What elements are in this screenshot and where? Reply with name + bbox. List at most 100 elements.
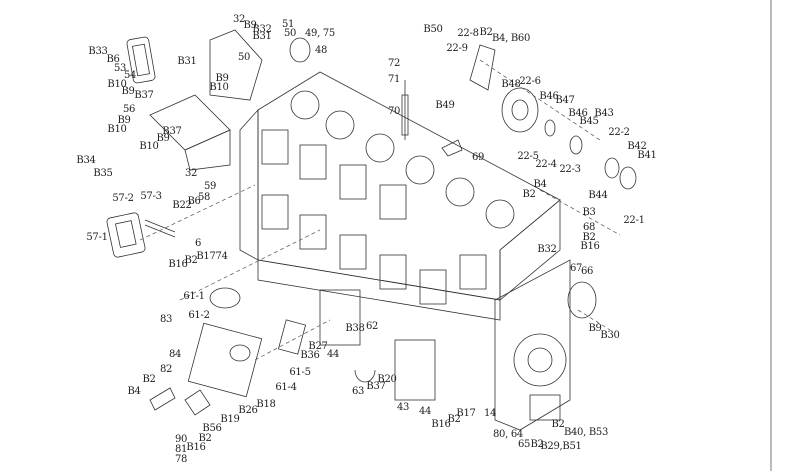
- part-label: 63: [351, 386, 365, 397]
- part-label: 84: [168, 349, 182, 360]
- part-label: 61-4: [275, 382, 297, 393]
- part-label: 65: [517, 439, 531, 450]
- part-label: 58: [197, 192, 211, 203]
- part-label: B4: [127, 386, 141, 397]
- part-label: 22-5: [517, 151, 539, 162]
- part-label: B2: [142, 374, 156, 385]
- part-label: B16: [580, 241, 600, 252]
- part-label: 66: [580, 266, 594, 277]
- part-label: B17: [456, 408, 476, 419]
- part-label: B38: [345, 323, 365, 334]
- part-label: B9: [588, 323, 602, 334]
- part-label: B31: [252, 31, 272, 42]
- part-label: B18: [256, 399, 276, 410]
- part-label: B2: [551, 419, 565, 430]
- part-label: B27: [308, 341, 328, 352]
- assembly-lines: [139, 59, 621, 361]
- part-label: B4, B60: [491, 33, 531, 44]
- part-label: 44: [326, 349, 340, 360]
- part-label: B33: [88, 46, 108, 57]
- part-label: B46: [539, 91, 559, 102]
- part-label: B2: [479, 27, 493, 38]
- part-label: 22-8: [457, 28, 479, 39]
- part-label: 53: [113, 63, 127, 74]
- part-label: 51: [281, 19, 295, 30]
- part-label: B9: [215, 73, 229, 84]
- part-label: 57-2: [112, 193, 134, 204]
- part-label: 82: [159, 364, 173, 375]
- part-label: B9: [156, 133, 170, 144]
- part-label: 61-2: [188, 310, 210, 321]
- part-label: B4: [533, 179, 547, 190]
- part-label: B19: [220, 414, 240, 425]
- part-label: 22-2: [608, 127, 630, 138]
- part-label: 78: [174, 454, 188, 465]
- part-label: B29,B51: [540, 441, 582, 452]
- part-label: 22-4: [535, 159, 557, 170]
- part-label: B20: [377, 374, 397, 385]
- part-label: 61-5: [289, 367, 311, 378]
- part-label: B35: [93, 168, 113, 179]
- part-label: B43: [594, 108, 614, 119]
- part-label: 70: [387, 106, 401, 117]
- lower-parts: [106, 212, 436, 416]
- part-label: B46: [568, 108, 588, 119]
- part-label: B1774: [196, 251, 228, 262]
- part-label: 81: [174, 444, 188, 455]
- part-label: B41: [637, 150, 657, 161]
- part-label: B3: [582, 207, 596, 218]
- part-label: B45: [579, 116, 599, 127]
- part-label: B42: [627, 141, 647, 152]
- part-label: B2: [198, 433, 212, 444]
- part-label: B32: [252, 24, 272, 35]
- part-label: 22-9: [446, 43, 468, 54]
- part-label: B6: [187, 196, 201, 207]
- part-label: 14: [483, 408, 497, 419]
- part-label: B30: [600, 330, 620, 341]
- part-label: B36: [300, 350, 320, 361]
- part-label: 83: [159, 314, 173, 325]
- part-label: 54: [123, 70, 137, 81]
- part-label: B2: [522, 189, 536, 200]
- gear-housing: [494, 259, 597, 431]
- part-label: B9: [117, 115, 131, 126]
- part-label: 62: [365, 321, 379, 332]
- part-label: 32: [184, 168, 198, 179]
- part-label: B37: [366, 381, 386, 392]
- part-label: 71: [387, 74, 401, 85]
- part-label: 61-1: [183, 291, 205, 302]
- part-label: 67: [569, 263, 583, 274]
- part-label: B26: [238, 405, 258, 416]
- part-label: B2: [582, 232, 596, 243]
- part-label: B56: [202, 423, 222, 434]
- part-label: 59: [203, 181, 217, 192]
- part-label: B10: [139, 141, 159, 152]
- part-label: 32: [232, 14, 246, 25]
- part-label: 22-1: [623, 215, 645, 226]
- part-label: 6: [194, 238, 202, 249]
- part-label: B9: [243, 20, 257, 31]
- part-label: B2: [530, 439, 544, 450]
- part-label: 22-6: [519, 76, 541, 87]
- part-label: B47: [555, 95, 575, 106]
- part-label: B37: [134, 90, 154, 101]
- part-label: 56: [122, 104, 136, 115]
- upper-parts: [126, 29, 637, 190]
- part-label: B6: [106, 54, 120, 65]
- part-label: 80, 64: [492, 429, 524, 440]
- part-label: 57-3: [140, 191, 162, 202]
- part-label: B2: [184, 255, 198, 266]
- part-label: 50: [237, 52, 251, 63]
- part-label: B50: [423, 24, 443, 35]
- part-label: 57-1: [86, 232, 108, 243]
- part-label: B10: [209, 82, 229, 93]
- part-label: B31: [177, 56, 197, 67]
- part-label: B16: [168, 259, 188, 270]
- part-label: B37: [162, 126, 182, 137]
- part-label: 72: [387, 58, 401, 69]
- part-label: B22: [172, 200, 192, 211]
- part-label: 48: [314, 45, 328, 56]
- part-label: B32: [537, 244, 557, 255]
- cylinder-block: [239, 71, 561, 321]
- part-label: 50: [283, 28, 297, 39]
